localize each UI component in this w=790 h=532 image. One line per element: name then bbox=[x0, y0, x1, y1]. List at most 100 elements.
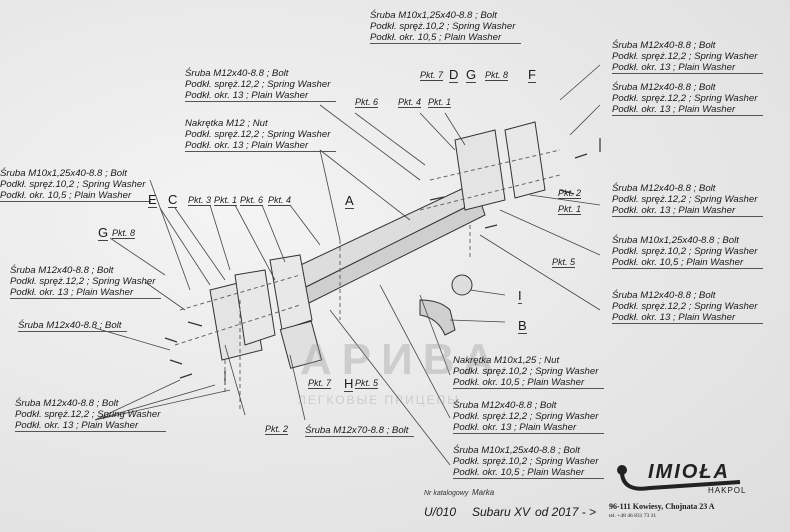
part-letter: H bbox=[344, 376, 354, 392]
callout-line: Podkł. spręż.12,2 ; Spring Washer bbox=[612, 51, 758, 62]
callout-line: Podkł. spręż.10,2 ; Spring Washer bbox=[612, 246, 758, 257]
callout-line: Podkł. spręż.12,2 ; Spring Washer bbox=[185, 129, 331, 140]
callout-line: Podkł. okr. 10,5 ; Plain Washer bbox=[612, 257, 764, 269]
callout-line: Podkł. okr. 10,5 ; Plain Washer bbox=[370, 32, 522, 44]
callout-line: Podkł. spręż.12,2 ; Spring Washer bbox=[453, 411, 599, 422]
callout-line: Podkł. spręż.12,2 ; Spring Washer bbox=[15, 409, 161, 420]
callout-line: Podkł. okr. 10,5 ; Plain Washer bbox=[453, 467, 605, 479]
logo-text: IMIOŁA bbox=[648, 461, 730, 483]
callout-line: Śruba M12x40-8.8 ; Bolt bbox=[453, 400, 557, 411]
point-label: Pkt. 8 bbox=[112, 228, 136, 239]
part-letter: G bbox=[466, 67, 477, 83]
callout-line: Podkł. okr. 13 ; Plain Washer bbox=[612, 104, 764, 116]
callout-line: Śruba M10x1,25x40-8.8 ; Bolt bbox=[370, 10, 497, 21]
part-letter: E bbox=[148, 192, 157, 208]
callout-line: Śruba M10x1,25x40-8.8 ; Bolt bbox=[453, 445, 580, 456]
callout-line: Podkł. okr. 13 ; Plain Washer bbox=[10, 287, 162, 299]
callout-line: Podkł. spręż.10,2 ; Spring Washer bbox=[453, 366, 599, 377]
callout-line: Śruba M12x40-8.8 ; Bolt bbox=[18, 320, 128, 332]
model-years: od 2017 - > bbox=[535, 505, 597, 519]
part-letter: A bbox=[345, 193, 354, 209]
catalog-label: Nr katalogowy bbox=[424, 490, 469, 497]
callout-line: Podkł. spręż.10,2 ; Spring Washer bbox=[453, 456, 599, 467]
watermark-main: АРИВА bbox=[300, 335, 505, 384]
callout-line: Śruba M10x1,25x40-8.8 ; Bolt bbox=[0, 168, 127, 179]
point-label: Pkt. 1 bbox=[558, 204, 582, 215]
callout-line: Śruba M12x70-8.8 ; Bolt bbox=[305, 425, 415, 437]
callout-line: Śruba M12x40-8.8 ; Bolt bbox=[612, 40, 716, 51]
logo-subtext: HAKPOL bbox=[708, 486, 747, 495]
callout-line: Podkł. okr. 13 ; Plain Washer bbox=[453, 422, 605, 434]
tow-ball-neck bbox=[419, 299, 456, 336]
watermark-sub: ЛЕГКОВЫЕ ПРИЦЕПЫ bbox=[298, 393, 460, 407]
point-label: Pkt. 6 bbox=[240, 195, 264, 206]
catalog-number: U/010 bbox=[424, 505, 457, 519]
callout-line: Śruba M12x40-8.8 ; Bolt bbox=[10, 265, 114, 276]
callout-line: Śruba M12x40-8.8 ; Bolt bbox=[15, 398, 119, 409]
callout-line: Podkł. okr. 13 ; Plain Washer bbox=[612, 62, 764, 74]
part-letter: D bbox=[449, 67, 459, 83]
callout-line: Podkł. spręż.10,2 ; Spring Washer bbox=[0, 179, 146, 190]
fastener-callout: Śruba M12x40-8.8 ; Bolt bbox=[18, 320, 128, 332]
point-label: Pkt. 4 bbox=[398, 97, 422, 108]
callout-line: Podkł. okr. 10,5 ; Plain Washer bbox=[453, 377, 605, 389]
imiola-logo-hook bbox=[617, 465, 741, 491]
point-label: Pkt. 5 bbox=[552, 257, 576, 268]
point-label: Pkt. 7 bbox=[308, 378, 332, 389]
callout-line: Śruba M12x40-8.8 ; Bolt bbox=[612, 183, 716, 194]
callout-line: Podkł. okr. 10,5 ; Plain Washer bbox=[0, 190, 152, 202]
brand-value: Subaru XV bbox=[472, 505, 531, 519]
company-phone: tel. +48 46 831 73 31 bbox=[609, 513, 657, 519]
callout-line: Podkł. spręż.12,2 ; Spring Washer bbox=[612, 93, 758, 104]
point-label: Pkt. 2 bbox=[558, 188, 582, 199]
callout-line: Podkł. spręż.12,2 ; Spring Washer bbox=[10, 276, 156, 287]
callout-line: Śruba M12x40-8.8 ; Bolt bbox=[612, 82, 716, 93]
point-label: Pkt. 7 bbox=[420, 70, 444, 81]
callout-line: Podkł. okr. 13 ; Plain Washer bbox=[612, 205, 764, 217]
part-letter: B bbox=[518, 318, 527, 334]
brand-label: Marka bbox=[472, 488, 495, 497]
callout-line: Śruba M10x1,25x40-8.8 ; Bolt bbox=[612, 235, 739, 246]
callout-line: Nakrętka M10x1,25 ; Nut bbox=[453, 355, 560, 366]
point-label: Pkt. 2 bbox=[265, 424, 289, 435]
callout-line: Podkł. okr. 13 ; Plain Washer bbox=[185, 140, 337, 152]
point-label: Pkt. 8 bbox=[485, 70, 509, 81]
callout-line: Podkł. spręż.12,2 ; Spring Washer bbox=[612, 194, 758, 205]
part-letter: G bbox=[98, 225, 109, 241]
company-address: 96-111 Kowiesy, Chojnata 23 A bbox=[609, 502, 715, 511]
point-label: Pkt. 1 bbox=[214, 195, 238, 206]
callout-line: Podkł. okr. 13 ; Plain Washer bbox=[612, 312, 764, 324]
callout-line: Podkł. spręż.12,2 ; Spring Washer bbox=[185, 79, 331, 90]
callout-line: Podkł. okr. 13 ; Plain Washer bbox=[15, 420, 167, 432]
left-bracket-inner bbox=[269, 254, 313, 331]
callout-line: Podkł. spręż.10,2 ; Spring Washer bbox=[370, 21, 516, 32]
part-letter: C bbox=[168, 192, 178, 208]
point-label: Pkt. 5 bbox=[355, 378, 379, 389]
callout-line: Nakrętka M12 ; Nut bbox=[185, 118, 268, 129]
right-bracket bbox=[454, 129, 506, 211]
point-label: Pkt. 4 bbox=[268, 195, 292, 206]
point-label: Pkt. 3 bbox=[188, 195, 212, 206]
tow-ball bbox=[451, 274, 473, 296]
callout-line: Śruba M12x40-8.8 ; Bolt bbox=[612, 290, 716, 301]
point-label: Pkt. 1 bbox=[428, 97, 452, 108]
callout-line: Śruba M12x40-8.8 ; Bolt bbox=[185, 68, 289, 79]
callout-line: Podkł. okr. 13 ; Plain Washer bbox=[185, 90, 337, 102]
part-letter: I bbox=[518, 288, 522, 304]
callout-line: Podkł. spręż.12,2 ; Spring Washer bbox=[612, 301, 758, 312]
